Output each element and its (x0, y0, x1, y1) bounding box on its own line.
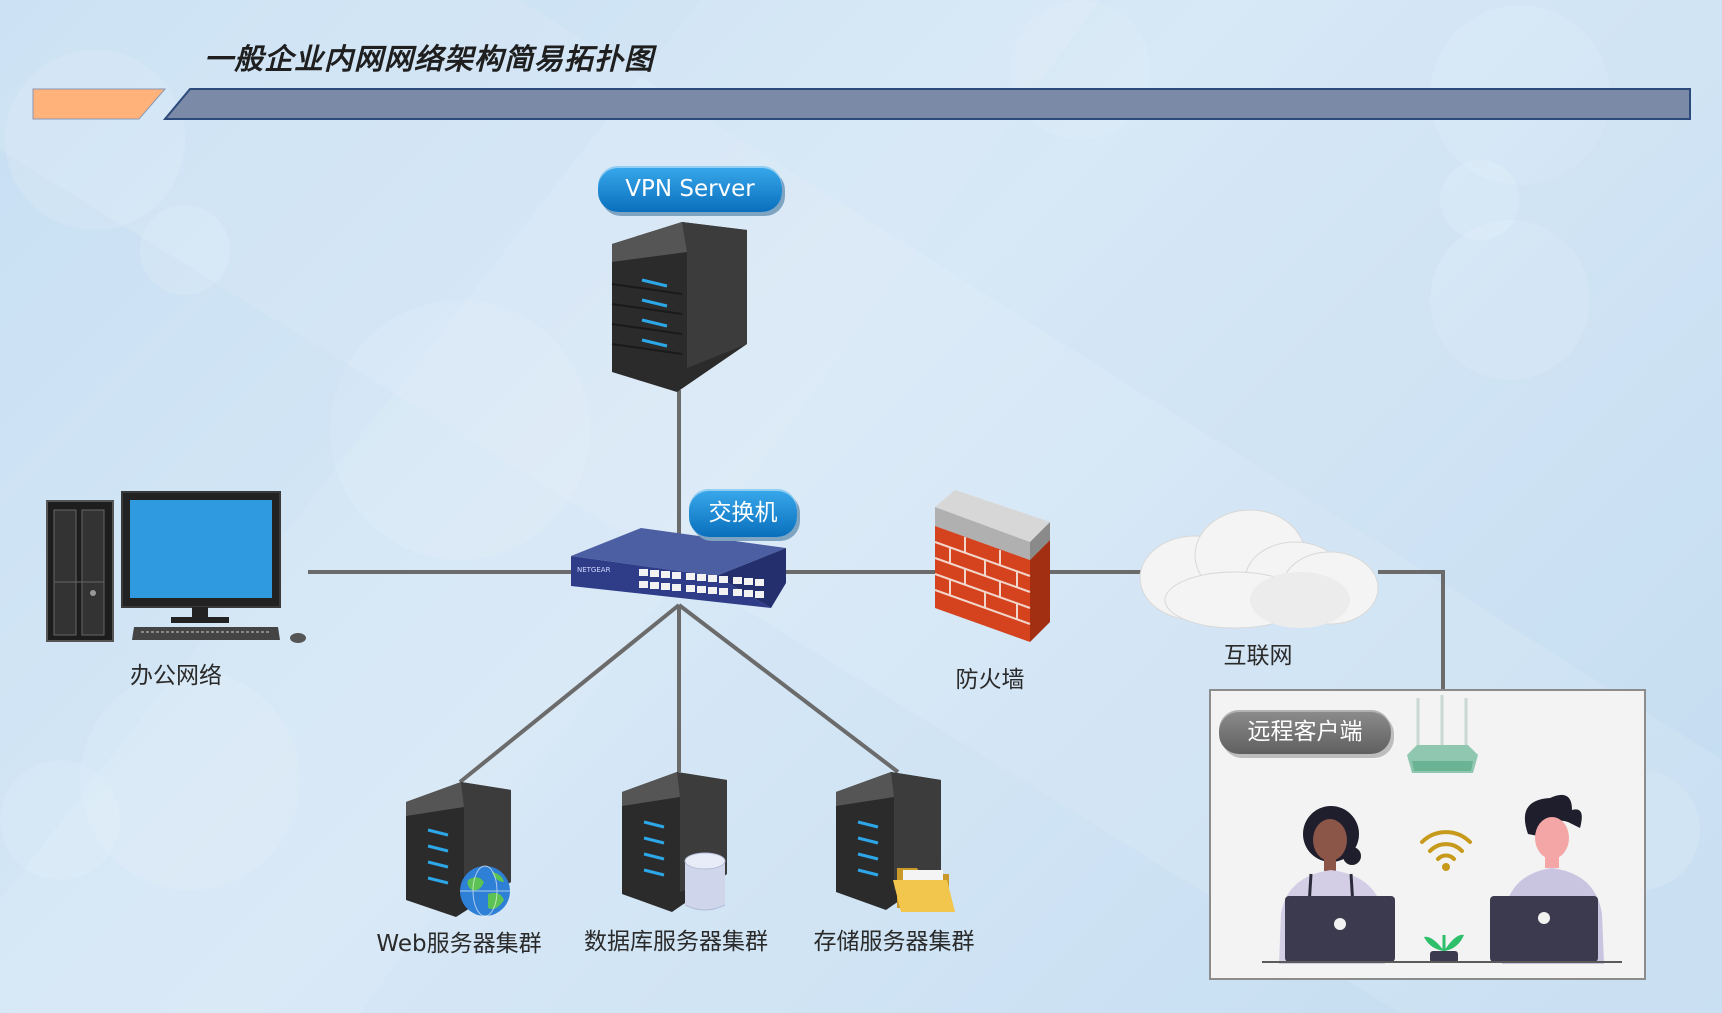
remote-client-label: 远程客户端 (1219, 710, 1391, 754)
internet-cloud-icon (1139, 509, 1379, 629)
folder-icon (893, 868, 955, 912)
page-title: 一般企业内网网络架构简易拓扑图 (204, 42, 655, 76)
office-network-label: 办公网络 (130, 663, 222, 689)
switch-label: 交换机 (689, 489, 797, 537)
remote-man-icon (1490, 794, 1604, 964)
link-switch-storage (677, 603, 900, 774)
globe-icon (460, 865, 510, 917)
db-cluster-label: 数据库服务器集群 (584, 929, 768, 955)
web-cluster-label: Web服务器集群 (376, 931, 542, 957)
database-icon (684, 852, 726, 911)
storage-cluster-label: 存储服务器集群 (813, 929, 975, 955)
office-computer-icon (46, 491, 306, 643)
link-internet-remote (1378, 570, 1445, 689)
internet-label: 互联网 (1223, 643, 1293, 669)
title-bar (162, 88, 1691, 120)
switch-icon: NETGEAR (571, 528, 786, 608)
firewall-icon (934, 490, 1050, 642)
svg-text:NETGEAR: NETGEAR (577, 566, 611, 574)
remote-woman-icon (1279, 806, 1395, 964)
vpn-server-icon (611, 222, 747, 392)
wifi-icon (1420, 830, 1472, 871)
link-switch-web (458, 603, 681, 784)
router-icon (1407, 695, 1478, 773)
plant-icon (1424, 934, 1464, 963)
vpn-server-label: VPN Server (598, 166, 782, 212)
title-accent (32, 88, 167, 120)
firewall-label: 防火墙 (955, 667, 1025, 693)
